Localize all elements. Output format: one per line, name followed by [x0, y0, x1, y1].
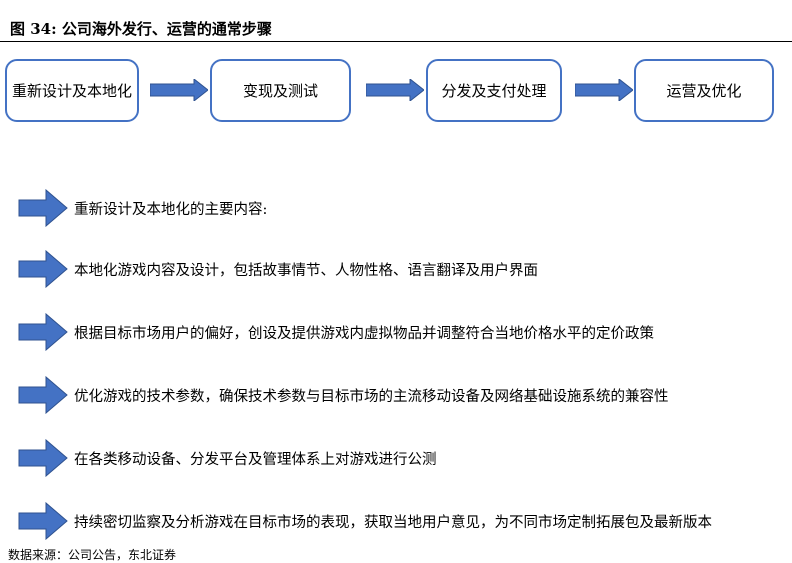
flow-arrow-right-icon	[150, 79, 208, 101]
step-box-operation-optimization: 运营及优化	[634, 59, 774, 122]
bullet-arrow-icon	[18, 439, 68, 477]
bullet-item: 持续密切监察及分析游戏在目标市场的表现，获取当地用户意见，为不同市场定制拓展包及…	[18, 501, 712, 541]
step-box-monetization-testing: 变现及测试	[210, 59, 351, 122]
step-label: 变现及测试	[242, 82, 318, 100]
bullet-text: 重新设计及本地化的主要内容:	[74, 201, 268, 218]
bullet-arrow-icon	[18, 189, 68, 227]
step-label: 重新设计及本地化	[11, 82, 132, 100]
bullet-item: 在各类移动设备、分发平台及管理体系上对游戏进行公测	[18, 438, 437, 478]
bullet-text: 根据目标市场用户的偏好，创设及提供游戏内虚拟物品并调整符合当地价格水平的定价政策	[74, 325, 654, 342]
step-box-redesign-localization: 重新设计及本地化	[5, 59, 139, 122]
step-box-distribution-payment: 分发及支付处理	[426, 59, 562, 122]
bullet-arrow-icon	[18, 313, 68, 351]
flow-arrow-right-icon	[575, 79, 633, 101]
title-divider	[0, 41, 792, 42]
bullet-arrow-icon	[18, 250, 68, 288]
step-label: 运营及优化	[666, 82, 742, 100]
bullet-item: 优化游戏的技术参数，确保技术参数与目标市场的主流移动设备及网络基础设施系统的兼容…	[18, 375, 669, 415]
bullet-arrow-icon	[18, 502, 68, 540]
bullet-text: 优化游戏的技术参数，确保技术参数与目标市场的主流移动设备及网络基础设施系统的兼容…	[74, 388, 669, 405]
bullet-text: 在各类移动设备、分发平台及管理体系上对游戏进行公测	[74, 451, 437, 468]
step-label: 分发及支付处理	[441, 82, 547, 100]
bullet-item: 根据目标市场用户的偏好，创设及提供游戏内虚拟物品并调整符合当地价格水平的定价政策	[18, 312, 654, 352]
bullet-arrow-icon	[18, 376, 68, 414]
figure-title: 图 34: 公司海外发行、运营的通常步骤	[10, 20, 272, 38]
source-note: 数据来源：公司公告，东北证券	[8, 548, 177, 562]
bullet-item: 本地化游戏内容及设计，包括故事情节、人物性格、语言翻译及用户界面	[18, 249, 538, 289]
bullet-item: 重新设计及本地化的主要内容:	[18, 188, 267, 228]
bullet-text: 本地化游戏内容及设计，包括故事情节、人物性格、语言翻译及用户界面	[74, 262, 538, 279]
flow-arrow-right-icon	[366, 79, 424, 101]
bullet-text: 持续密切监察及分析游戏在目标市场的表现，获取当地用户意见，为不同市场定制拓展包及…	[74, 514, 712, 531]
